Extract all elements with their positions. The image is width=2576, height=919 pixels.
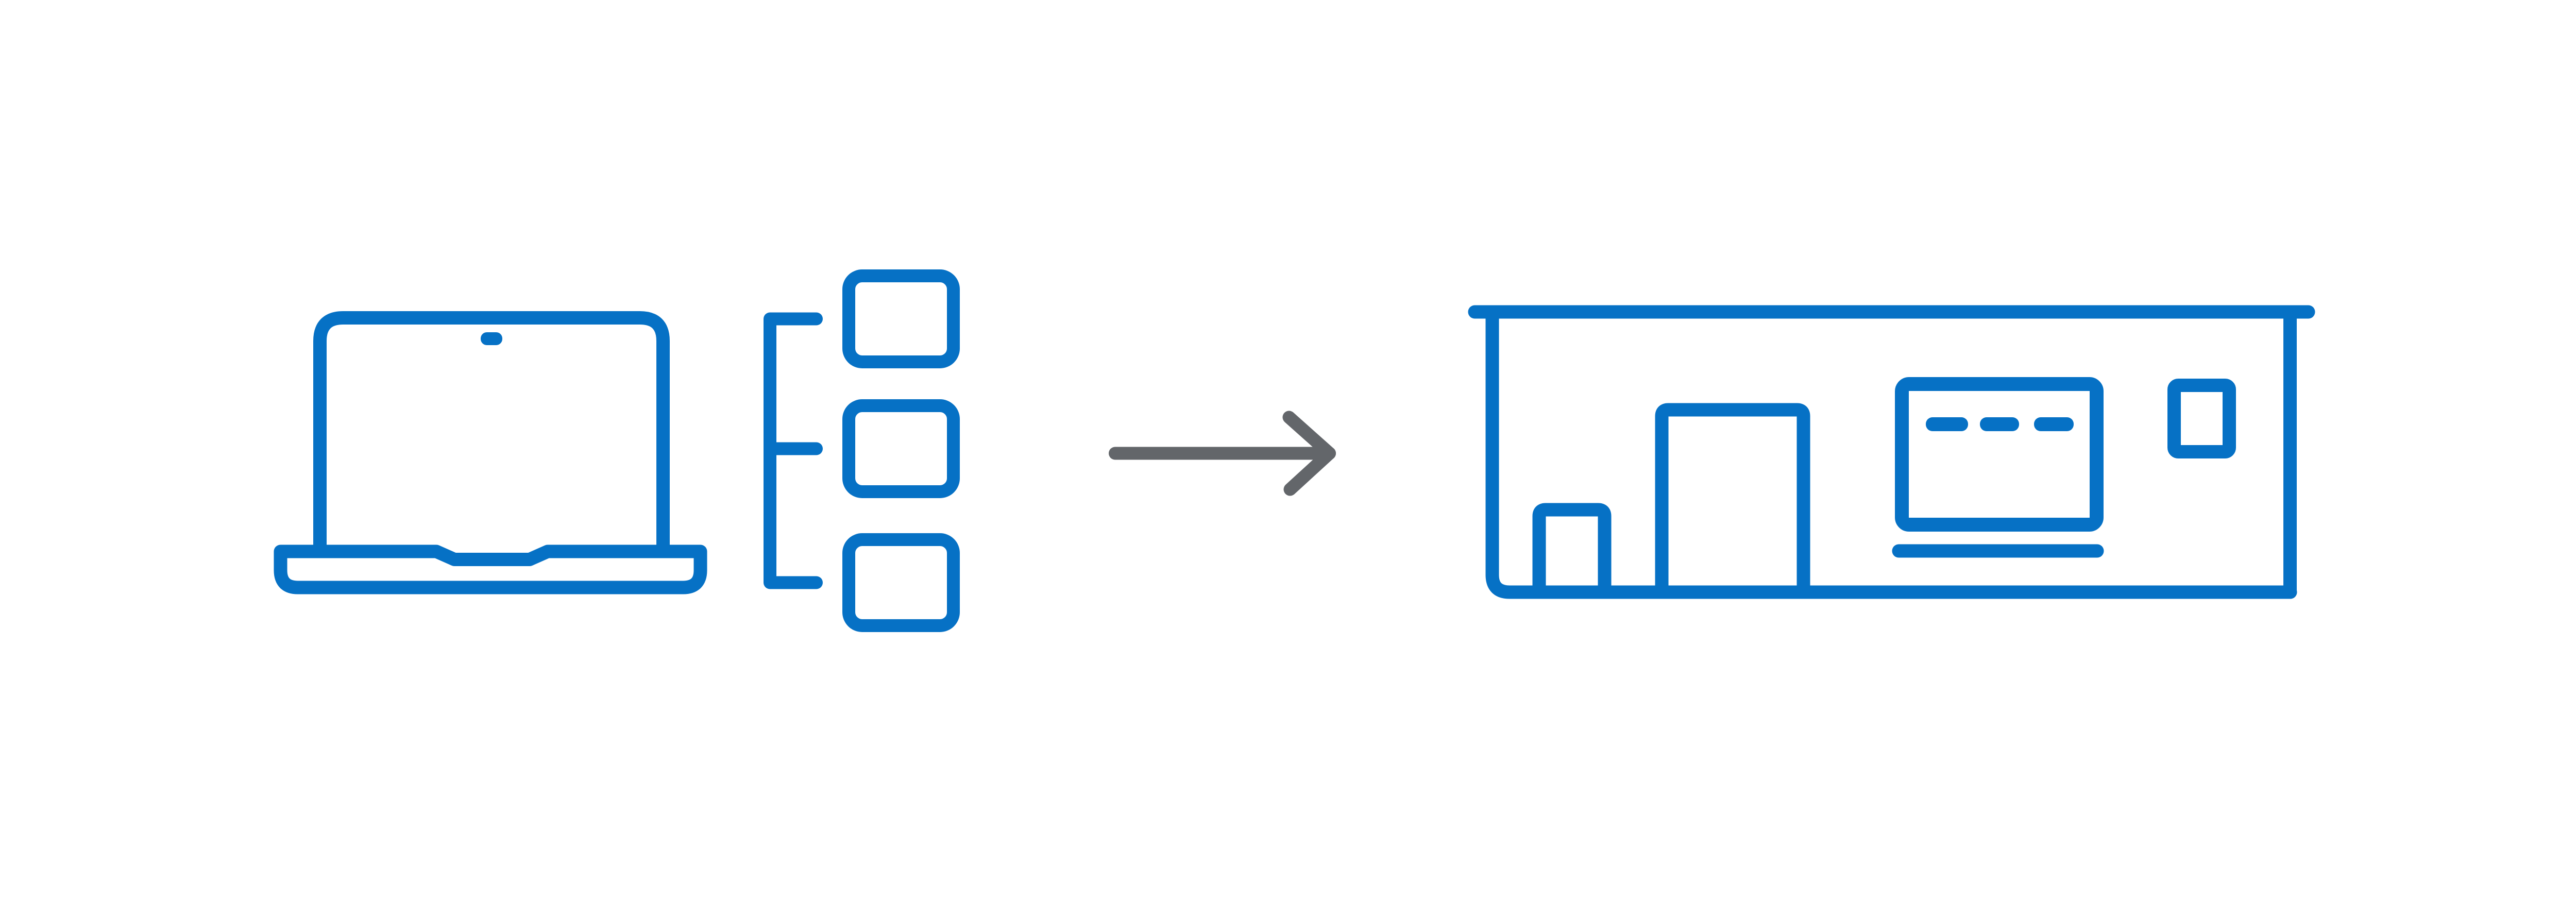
arrow-right-icon (1109, 411, 1336, 496)
sitemap-node-top (842, 269, 960, 368)
laptop-base-outline (274, 544, 707, 594)
arrow-head (1282, 411, 1336, 496)
laptop-camera-icon (481, 332, 502, 345)
storefront-square-window (2167, 379, 2236, 458)
storefront-small-box (1532, 503, 1612, 599)
storefront-sign-dash-3 (2034, 417, 2074, 431)
laptop-screen-outline (313, 311, 670, 547)
sitemap-node-bottom (842, 533, 960, 632)
storefront-sign-dash-2 (1980, 417, 2019, 431)
sitemap-node-middle (842, 399, 960, 498)
storefront-door (1655, 403, 1810, 599)
storefront-sign-window (1895, 377, 2104, 532)
storefront-building-icon (1468, 305, 2315, 599)
storefront-left-wall-floor (1485, 312, 2297, 599)
storefront-sign-dash-1 (1926, 417, 1968, 431)
laptop-icon (274, 311, 707, 594)
sitemap-tree-icon (764, 269, 960, 632)
